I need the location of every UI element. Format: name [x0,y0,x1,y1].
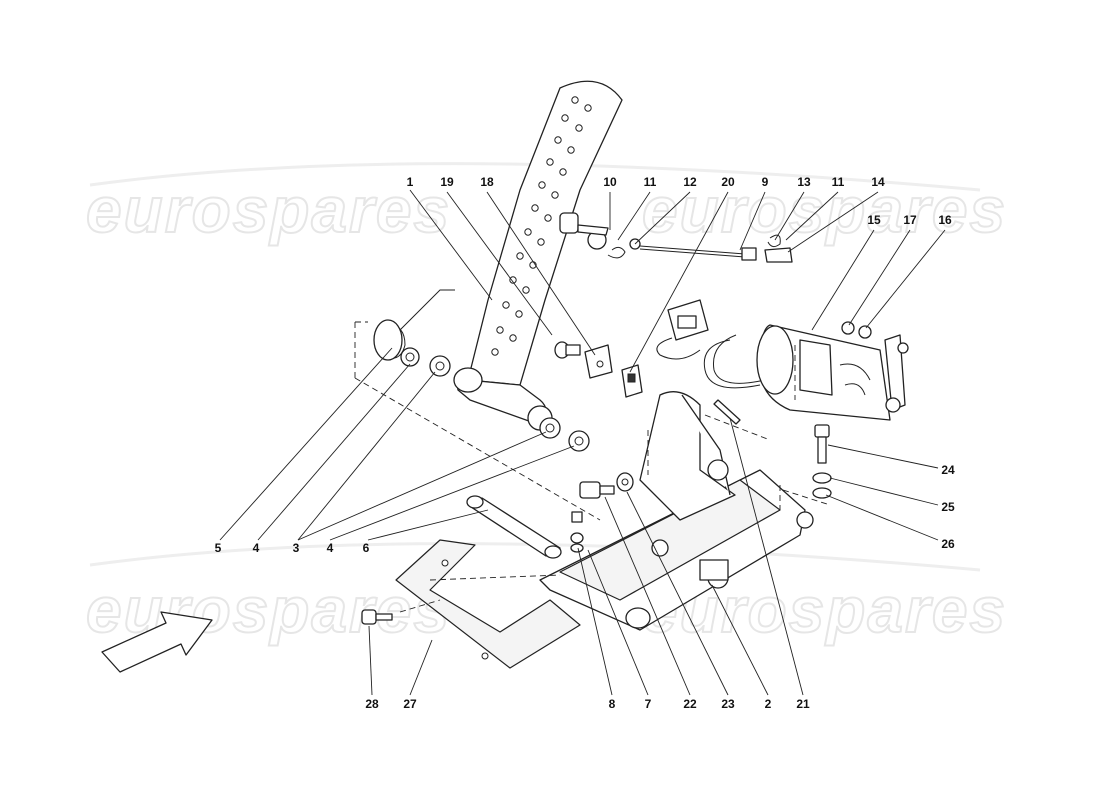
callout-labels: 1 19 18 10 11 12 20 9 13 11 14 15 17 16 … [215,175,955,711]
callout-28: 28 [365,697,379,711]
callout-20: 20 [721,175,735,189]
callout-21: 21 [796,697,810,711]
callout-8: 8 [609,697,616,711]
callout-18: 18 [480,175,494,189]
wiring-connector [656,299,766,389]
callout-6: 6 [363,541,370,555]
construction-lines [354,321,831,613]
callout-14: 14 [871,175,885,189]
callout-10: 10 [603,175,617,189]
watermark-text-top-left: eurospares [86,174,451,246]
callout-23: 23 [721,697,735,711]
return-spring [373,289,455,361]
linkage-rod [577,224,793,263]
callout-26: 26 [941,537,955,551]
callout-11-right: 11 [832,175,845,189]
accelerator-pedal [453,80,623,431]
callout-24: 24 [941,463,955,477]
direction-arrow-icon [101,611,213,673]
callout-3: 3 [293,541,300,555]
bolts-washers [570,472,634,553]
callout-2: 2 [765,697,772,711]
callout-4-second: 4 [327,541,334,555]
callout-1: 1 [407,175,414,189]
callout-7: 7 [645,697,652,711]
stud [713,399,741,425]
callout-11: 11 [644,175,657,189]
callout-12: 12 [683,175,697,189]
callout-22: 22 [683,697,697,711]
pedal-holes [491,96,592,356]
callout-4: 4 [253,541,260,555]
bushings-washers [400,341,590,452]
callout-25: 25 [941,500,955,514]
callout-17: 17 [903,213,917,227]
position-sensor [621,364,643,398]
callout-15: 15 [867,213,881,227]
pivot-pin [466,495,562,559]
cover-plate [361,539,581,669]
bolt-assembly-right [812,424,832,499]
callout-19: 19 [440,175,454,189]
callout-5: 5 [215,541,222,555]
bracket [584,344,613,379]
throttle-actuator [756,324,909,421]
callout-9: 9 [762,175,769,189]
base-bracket [539,391,814,631]
nuts-17-16 [841,321,872,339]
watermark-top: eurospares eurospares [85,162,1007,247]
leader-lines [219,189,946,696]
callout-16: 16 [938,213,952,227]
watermark-text-top-right: eurospares [642,174,1007,246]
callout-27: 27 [403,697,417,711]
callout-13: 13 [797,175,811,189]
